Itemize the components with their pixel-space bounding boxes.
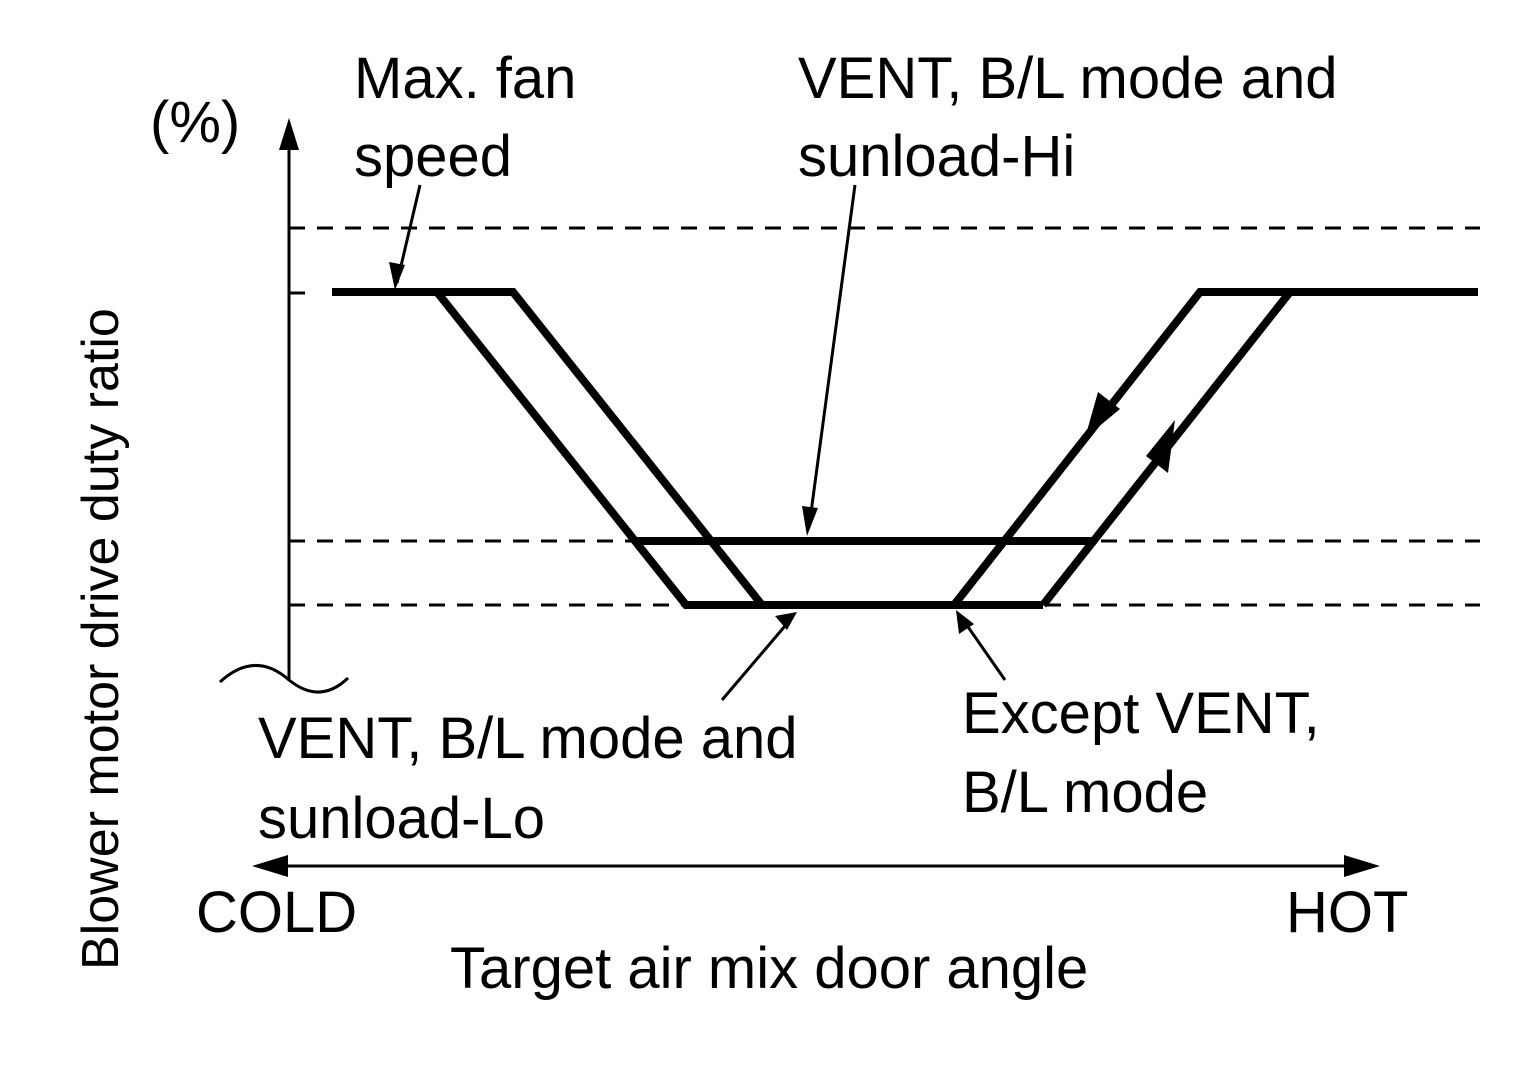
x-arrow-left-head	[252, 855, 288, 877]
axis-break-mark	[218, 664, 350, 694]
y-axis-arrowhead	[279, 118, 299, 150]
arrowhead-down-inner	[1085, 392, 1120, 438]
annotation-except-2: B/L mode	[962, 760, 1208, 825]
leader-sunload-lo	[720, 625, 787, 701]
leader-sunload-hi-head	[802, 506, 818, 536]
x-label-hot: HOT	[1286, 880, 1408, 945]
curve-right-inner	[950, 288, 1290, 608]
annotation-max-fan-2: speed	[354, 124, 512, 189]
annotation-sunload-lo-1: VENT, B/L mode and	[258, 706, 797, 771]
leader-max-fan-head	[389, 262, 405, 290]
curve-left-inner	[437, 288, 766, 608]
x-arrow-right-head	[1344, 855, 1380, 877]
y-axis-unit: (%)	[150, 90, 240, 155]
leader-sunload-hi	[808, 184, 857, 521]
annotation-sunload-hi-1: VENT, B/L mode and	[798, 46, 1337, 111]
curve-left-outer	[332, 288, 760, 609]
leader-sunload-lo-head	[775, 612, 797, 630]
annotation-max-fan-1: Max. fan	[354, 46, 576, 111]
x-axis-label: Target air mix door angle	[450, 936, 1088, 1001]
curve-right-outer	[1039, 288, 1478, 608]
arrowhead-up-outer	[1146, 420, 1175, 473]
y-axis-label: Blower motor drive duty ratio	[72, 308, 130, 970]
leader-except	[964, 623, 1007, 681]
annotation-except-1: Except VENT,	[962, 681, 1320, 746]
leader-except-head	[956, 610, 974, 634]
x-label-cold: COLD	[196, 880, 357, 945]
annotation-sunload-lo-2: sunload-Lo	[258, 786, 545, 851]
annotation-sunload-hi-2: sunload-Hi	[798, 124, 1075, 189]
